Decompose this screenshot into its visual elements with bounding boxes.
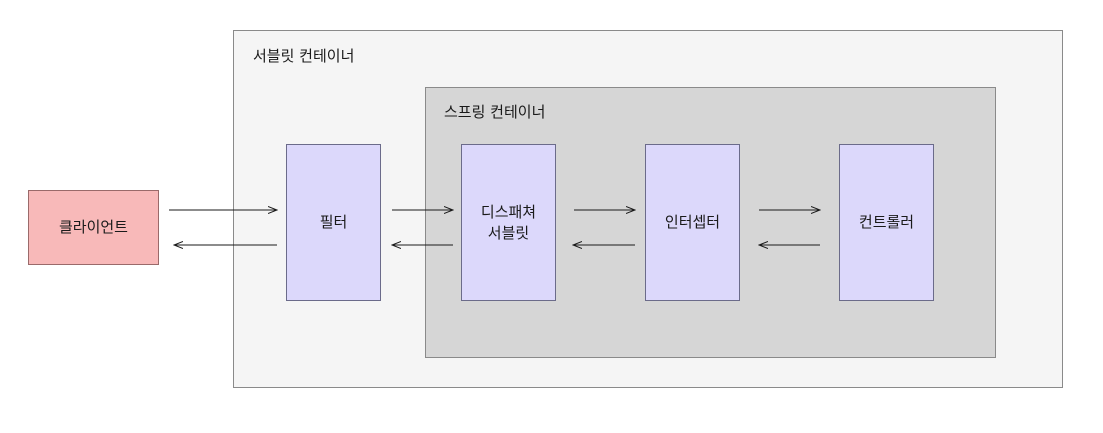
interceptor-node: 인터셉터 xyxy=(645,144,740,301)
dispatcher-servlet-node: 디스패쳐 서블릿 xyxy=(461,144,556,301)
client-label: 클라이언트 xyxy=(58,218,128,236)
controller-node: 컨트롤러 xyxy=(839,144,934,301)
spring-container-title: 스프링 컨테이너 xyxy=(444,103,546,121)
interceptor-label: 인터셉터 xyxy=(664,213,721,231)
controller-label: 컨트롤러 xyxy=(858,213,915,231)
servlet-container-title: 서블릿 컨테이너 xyxy=(253,47,355,65)
dispatcher-servlet-label: 디스패쳐 서블릿 xyxy=(480,202,537,242)
filter-label: 필터 xyxy=(319,213,348,231)
filter-node: 필터 xyxy=(286,144,381,301)
client-node: 클라이언트 xyxy=(28,190,159,265)
